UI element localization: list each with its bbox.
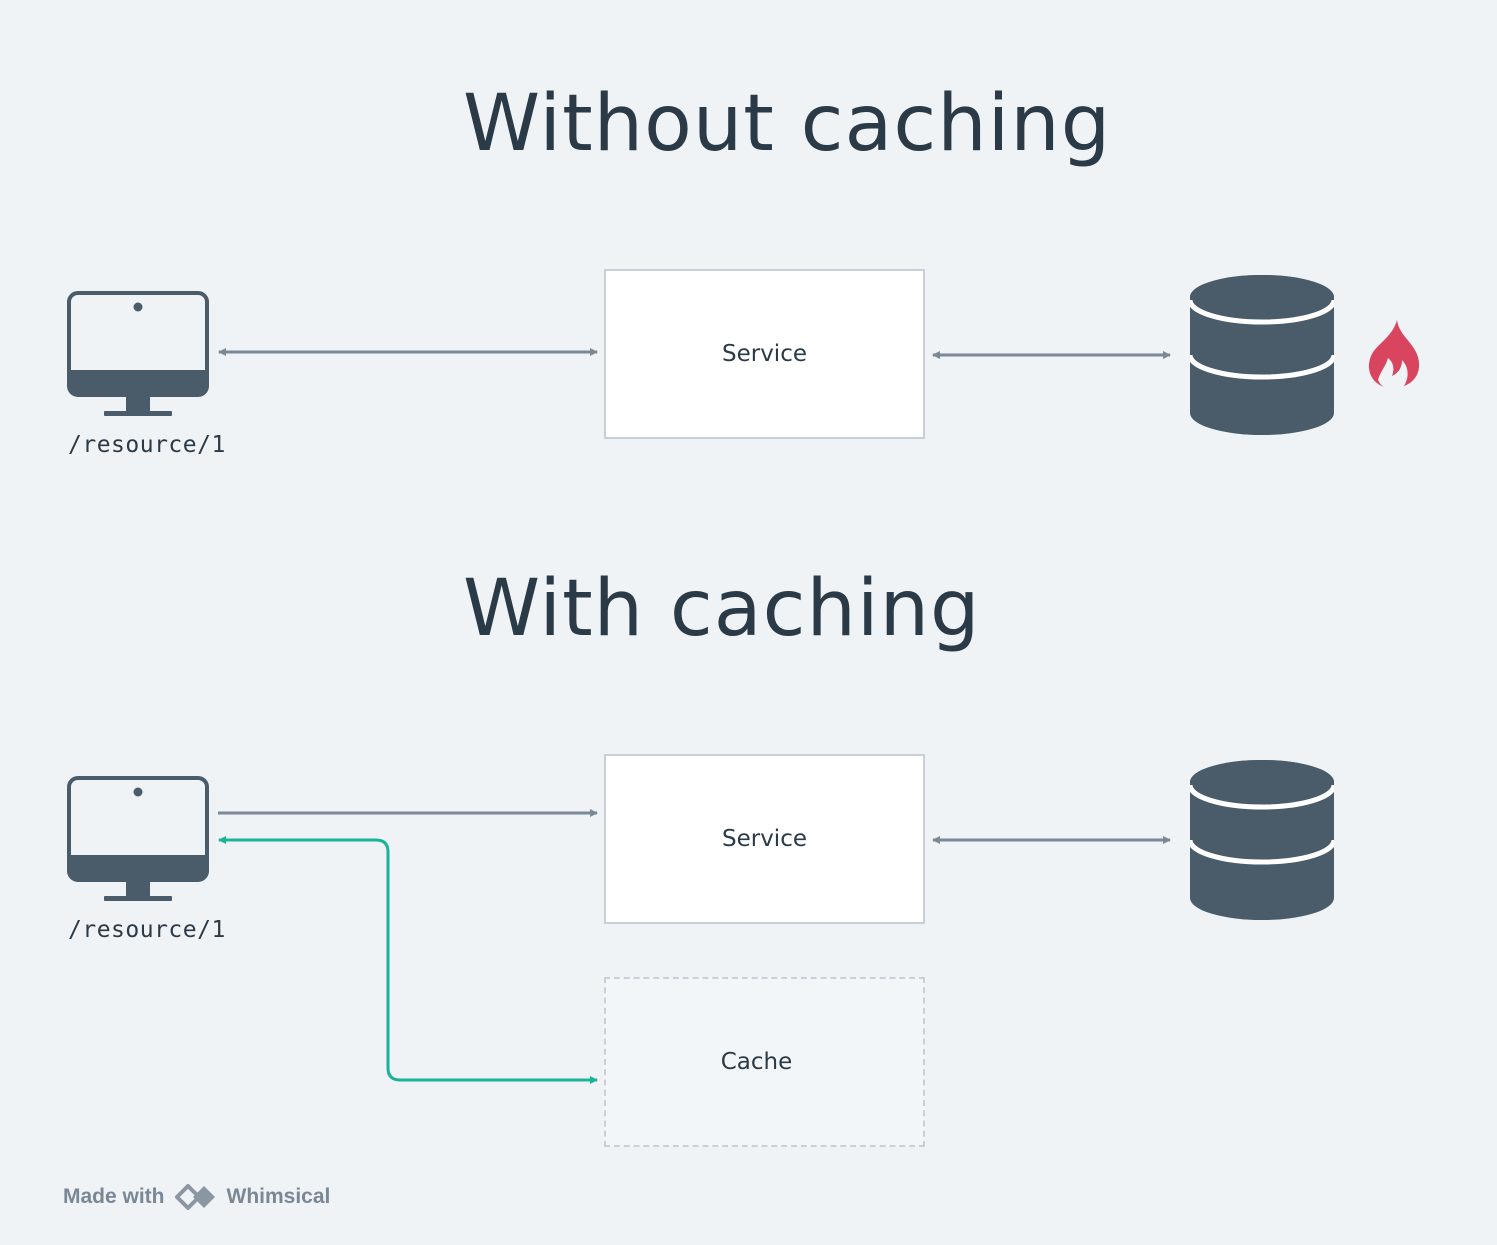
title-with-caching: With caching (463, 564, 981, 654)
service-box-bottom: Service (604, 754, 925, 924)
desktop-monitor-icon (67, 291, 209, 423)
cache-box: Cache (604, 977, 925, 1147)
service-box-top: Service (604, 269, 925, 439)
title-without-caching: Without caching (463, 79, 1112, 169)
cache-label: Cache (720, 1049, 793, 1075)
service-label-top: Service (721, 341, 807, 367)
whimsical-logo-icon (173, 1180, 219, 1214)
made-with-whimsical-badge[interactable]: Made with Whimsical (63, 1180, 330, 1214)
database-icon (1187, 275, 1337, 439)
service-label-bottom: Service (721, 826, 807, 852)
database-icon (1187, 760, 1337, 924)
desktop-monitor-icon (67, 776, 209, 908)
made-with-text: Made with (63, 1185, 165, 1208)
fire-icon (1366, 318, 1424, 392)
client-label-bottom: /resource/1 (68, 917, 226, 943)
client-label-top: /resource/1 (68, 432, 226, 458)
arrow-client-cache (218, 836, 598, 1084)
whimsical-brand-text: Whimsical (226, 1185, 331, 1208)
